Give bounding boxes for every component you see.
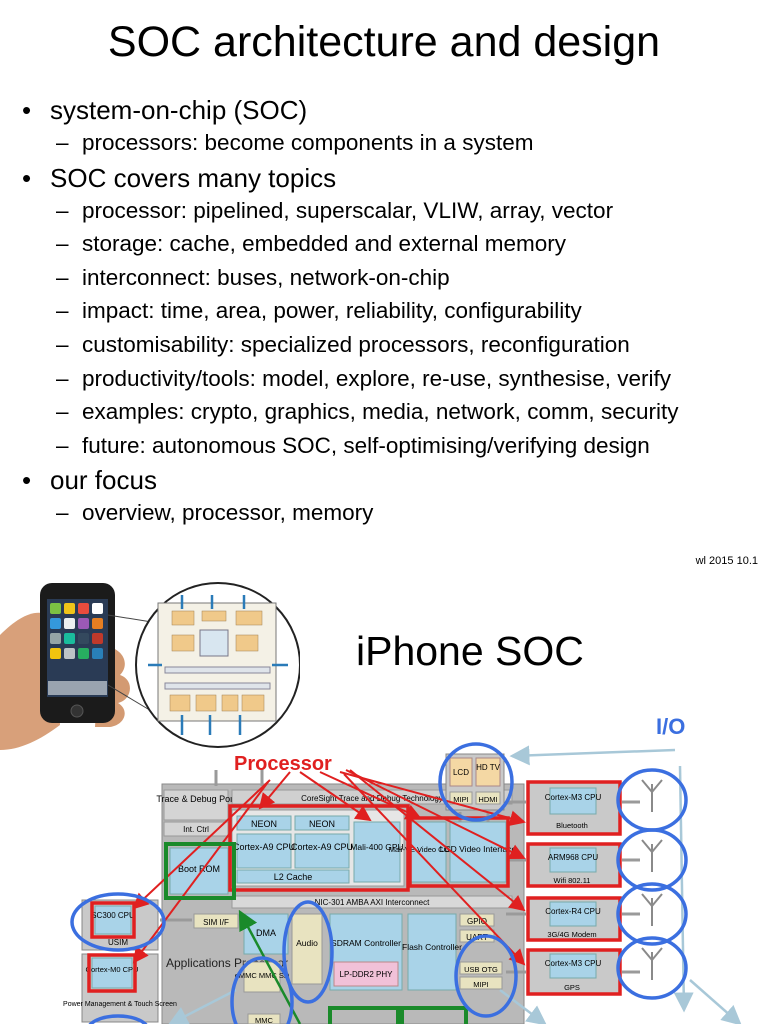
page-title: SOC architecture and design bbox=[107, 18, 661, 66]
power-management-label: Power Management & Touch Screen bbox=[63, 1001, 177, 1008]
lcd-video-label: LCD Video Interface bbox=[440, 844, 517, 854]
gpio-label: GPIO bbox=[467, 917, 487, 926]
wifi-label: Wifi 802.11 bbox=[554, 876, 591, 885]
antenna-icons bbox=[641, 779, 663, 980]
sdram-controller-label: SDRAM Controller bbox=[331, 938, 401, 948]
audio-label: Audio bbox=[296, 938, 318, 948]
interconnect-label: NIC-301 AMBA AXI Interconnect bbox=[315, 898, 431, 907]
mali-ve-label: Mali-VE Video CODEC bbox=[389, 845, 466, 854]
sub-bullet-item: –examples: crypto, graphics, media, netw… bbox=[56, 399, 679, 425]
lpddr2-label: LP-DDR2 PHY bbox=[340, 970, 394, 979]
sub-bullet-item: –productivity/tools: model, explore, re-… bbox=[56, 365, 671, 391]
cortex-m0-label: Cortex-M0 CPU bbox=[86, 965, 139, 974]
bullet-item: •system-on-chip (SOC) bbox=[22, 95, 308, 125]
figure-title: iPhone SOC bbox=[356, 628, 584, 674]
sub-bullet-item: –processor: pipelined, superscalar, VLIW… bbox=[56, 197, 614, 223]
home-button bbox=[70, 704, 84, 718]
arm968-label: ARM968 CPU bbox=[548, 853, 598, 862]
cortex-m3-gps-label: Cortex-M3 CPU bbox=[545, 959, 602, 968]
io-callout: I/O bbox=[656, 740, 685, 744]
processor-callout: Processor bbox=[234, 753, 332, 775]
sub-bullet-item: –future: autonomous SOC, self-optimising… bbox=[56, 432, 650, 458]
sub-bullet-item: –customisability: specialized processors… bbox=[56, 331, 630, 357]
dma-label: DMA bbox=[256, 928, 276, 938]
mipi-top-label: MIPI bbox=[453, 795, 468, 804]
flash-controller-label: Flash Controller bbox=[402, 942, 462, 952]
sub-bullet-item: –impact: time, area, power, reliability,… bbox=[56, 298, 582, 324]
mmc-label: MMC bbox=[255, 1016, 273, 1024]
sub-bullet-item: –processors: become components in a syst… bbox=[56, 130, 534, 155]
app-icons bbox=[48, 603, 107, 695]
cortex-a9-label: Cortex-A9 CPU bbox=[291, 842, 353, 852]
boot-rom-label: Boot ROM bbox=[178, 864, 220, 874]
bullet-item: •SOC covers many topics bbox=[22, 162, 337, 193]
neon-label: NEON bbox=[251, 819, 277, 829]
l2-cache-label: L2 Cache bbox=[274, 872, 313, 882]
io-callout-label: I/O bbox=[656, 714, 686, 739]
iphone-illustration bbox=[0, 582, 300, 750]
cortex-a9-label: Cortex-A9 CPU bbox=[233, 842, 295, 852]
sim-if-label: SIM I/F bbox=[203, 918, 229, 927]
sub-bullet-item: –storage: cache, embedded and external m… bbox=[56, 231, 567, 257]
soc-block-diagram: Applications Processor Trace & Debug Por… bbox=[63, 740, 742, 1024]
sub-bullet-item: –interconnect: buses, network-on-chip bbox=[56, 264, 450, 290]
usim-label: USIM bbox=[108, 938, 128, 947]
emmc-label: eMMC MMC SD bbox=[235, 971, 290, 980]
usb-otg-label: USB OTG bbox=[464, 965, 498, 974]
neon-label: NEON bbox=[309, 819, 335, 829]
bluetooth-label: Bluetooth bbox=[556, 821, 588, 830]
sc300-label: SC300 CPU bbox=[91, 911, 135, 920]
bullet-list: •system-on-chip (SOC) –processors: becom… bbox=[22, 92, 762, 530]
lcd-label: LCD bbox=[453, 768, 469, 777]
trace-debug-label: Trace & Debug Port bbox=[156, 794, 236, 804]
modem-label: 3G/4G Modem bbox=[547, 930, 596, 939]
mali-gpu-label: Mali-400 GPU bbox=[350, 842, 403, 852]
bullet-item: •our focus bbox=[22, 465, 157, 496]
hdmi-label: HDMI bbox=[478, 795, 497, 804]
slide-footer: wl 2015 10.1 bbox=[695, 555, 758, 567]
int-ctrl-label: Int. Ctrl bbox=[183, 825, 209, 834]
cortex-m3-label: Cortex-M3 CPU bbox=[545, 793, 602, 802]
sub-bullet-item: –overview, processor, memory bbox=[56, 500, 374, 526]
mipi-label: MIPI bbox=[473, 980, 488, 989]
gps-label: GPS bbox=[564, 983, 580, 992]
hdtv-label: HD TV bbox=[476, 763, 501, 772]
cortex-r4-label: Cortex-R4 CPU bbox=[545, 907, 601, 916]
coresight-label: CoreSight Trace and Debug Technology bbox=[301, 794, 443, 803]
